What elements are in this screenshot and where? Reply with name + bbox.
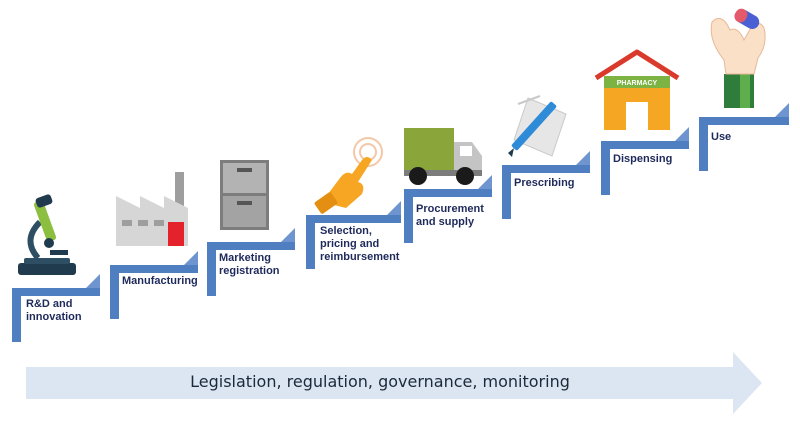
step-triangle [775,103,789,117]
step-triangle [86,274,100,288]
step-4 [306,201,401,269]
filing-cabinet-icon [220,160,269,230]
delivery-truck-icon [404,128,482,185]
hand-holding-pill-icon [710,8,766,108]
step-8 [699,103,789,171]
step-3 [207,228,295,296]
step-riser [601,141,610,195]
step-bar [110,265,198,273]
step-label-2: Manufacturing [122,275,198,287]
banner-text: Legislation, regulation, governance, mon… [190,372,570,391]
step-triangle [184,251,198,265]
step-triangle [387,201,401,215]
step-triangle [576,151,590,165]
step-bar [601,141,689,149]
step-label-8: Use [711,131,732,143]
step-bar [502,165,590,173]
step-riser [306,215,315,269]
step-riser [110,265,119,319]
step-bar [699,117,789,125]
step-label-5: Procurement and supply [416,203,484,228]
step-bar [404,189,492,197]
step-riser [502,165,511,219]
step-triangle [281,228,295,242]
pharmacy-icon: PHARMACY [594,49,680,130]
step-label-4: Selection, pricing and reimbursement [320,225,400,263]
step-2 [110,251,198,319]
pointing-hand-icon [314,137,383,214]
step-7 [601,127,689,195]
step-riser [699,117,708,171]
step-riser [12,288,21,342]
pen-paper-icon [508,95,567,157]
step-riser [404,189,413,243]
step-label-6: Prescribing [514,177,575,189]
step-label-7: Dispensing [613,153,673,165]
step-bar [306,215,401,223]
banner-arrow [26,352,762,414]
step-triangle [478,175,492,189]
step-1 [12,274,100,342]
factory-icon [116,172,188,246]
microscope-icon [18,194,76,275]
step-bar [12,288,100,296]
step-5 [404,175,492,243]
step-label-3: Marketing registration [219,252,280,277]
pharmacy-sign: PHARMACY [617,80,658,87]
step-triangle [675,127,689,141]
step-6 [502,151,590,219]
step-riser [207,242,216,296]
step-label-1: R&D and innovation [26,298,82,323]
step-bar [207,242,295,250]
